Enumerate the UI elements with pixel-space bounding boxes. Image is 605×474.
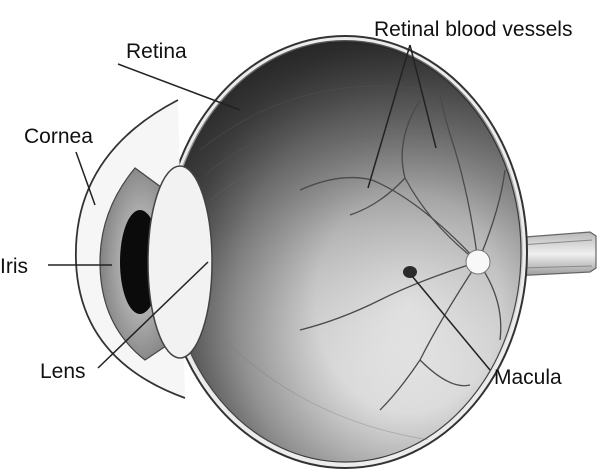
label-cornea: Cornea: [24, 125, 93, 148]
label-retinal-blood-vessels: Retinal blood vessels: [374, 18, 572, 41]
label-lens: Lens: [40, 360, 86, 383]
label-macula: Macula: [494, 366, 562, 389]
label-retina: Retina: [126, 40, 187, 63]
optic-disc: [466, 250, 490, 274]
macula: [403, 266, 417, 278]
label-iris: Iris: [0, 255, 28, 278]
lens: [148, 166, 212, 358]
